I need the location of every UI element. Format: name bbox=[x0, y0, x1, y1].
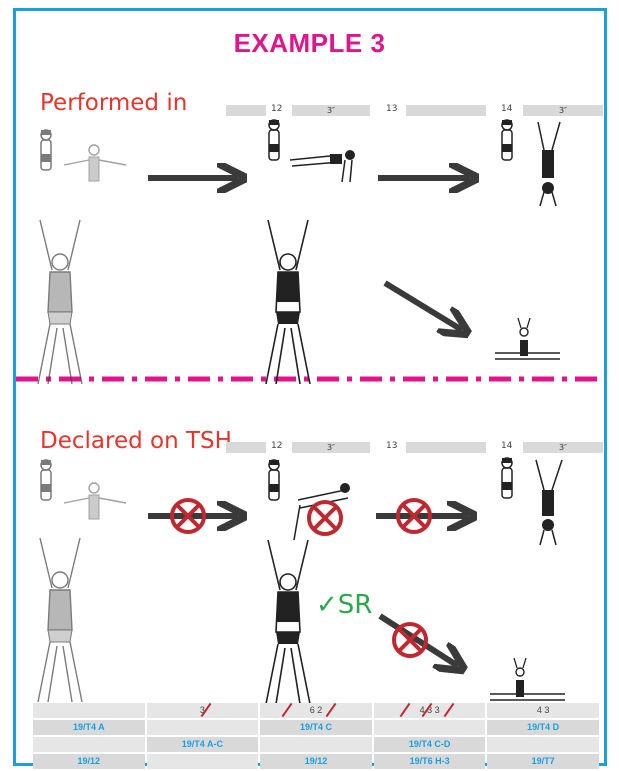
table-row: 19/12 19/12 19/T6 H-3 19/T7 bbox=[33, 754, 601, 769]
table-cell bbox=[146, 720, 259, 735]
page-title: EXAMPLE 3 bbox=[233, 28, 386, 58]
table-cell bbox=[33, 737, 145, 752]
table-cell: 19/T4 A-C bbox=[146, 737, 259, 752]
skill-time-12: 3″ bbox=[292, 105, 370, 116]
example-frame bbox=[13, 8, 607, 766]
table-cell: 4 3 bbox=[487, 703, 599, 718]
table-cell bbox=[487, 737, 599, 752]
table-row: 19/T4 A-C 19/T4 C-D bbox=[33, 737, 601, 752]
header-bar-blank bbox=[226, 105, 266, 116]
table-cell bbox=[373, 720, 486, 735]
skill-time-14: 3″ bbox=[523, 105, 603, 116]
skill-number-12: 12 bbox=[271, 104, 283, 114]
performed-in-label: Performed in bbox=[40, 90, 188, 116]
table-cell: 19/T4 C bbox=[260, 720, 372, 735]
table-cell bbox=[260, 737, 372, 752]
table-cell: 19/T4 C-D bbox=[373, 737, 486, 752]
table-cell bbox=[146, 754, 259, 769]
score-table: 3 6 2 4 3 3 4 3 19/T4 A 19/T4 C 19/T4 D … bbox=[33, 702, 601, 771]
skill-number-13b: 13 bbox=[386, 441, 398, 451]
skill-number-13: 13 bbox=[386, 104, 398, 114]
skill-number-14b: 14 bbox=[501, 441, 513, 451]
skill-time-13b bbox=[406, 442, 486, 453]
table-cell: 19/T4 A bbox=[33, 720, 145, 735]
table-row: 19/T4 A 19/T4 C 19/T4 D bbox=[33, 720, 601, 735]
table-cell: 19/T7 bbox=[487, 754, 599, 769]
skill-time-13 bbox=[406, 105, 486, 116]
declared-on-tsh-label: Declared on TSH bbox=[40, 428, 232, 454]
table-cell: 19/12 bbox=[33, 754, 145, 769]
table-row: 3 6 2 4 3 3 4 3 bbox=[33, 702, 601, 718]
table-cell: 19/T4 D bbox=[487, 720, 599, 735]
section-divider bbox=[16, 376, 604, 382]
skill-number-12b: 12 bbox=[271, 441, 283, 451]
table-cell: 6 2 bbox=[260, 702, 372, 718]
table-cell bbox=[33, 703, 145, 718]
table-cell: 19/12 bbox=[260, 754, 372, 769]
skill-time-14b: 3″ bbox=[523, 442, 603, 453]
skill-number-14: 14 bbox=[501, 104, 513, 114]
sr-checkmark-label: ✓SR bbox=[316, 590, 373, 620]
header-bar-blank-2 bbox=[226, 442, 266, 453]
table-cell: 4 3 3 bbox=[373, 702, 486, 718]
table-cell: 19/T6 H-3 bbox=[373, 754, 486, 769]
skill-time-12b: 3″ bbox=[292, 442, 370, 453]
table-cell: 3 bbox=[146, 702, 259, 718]
